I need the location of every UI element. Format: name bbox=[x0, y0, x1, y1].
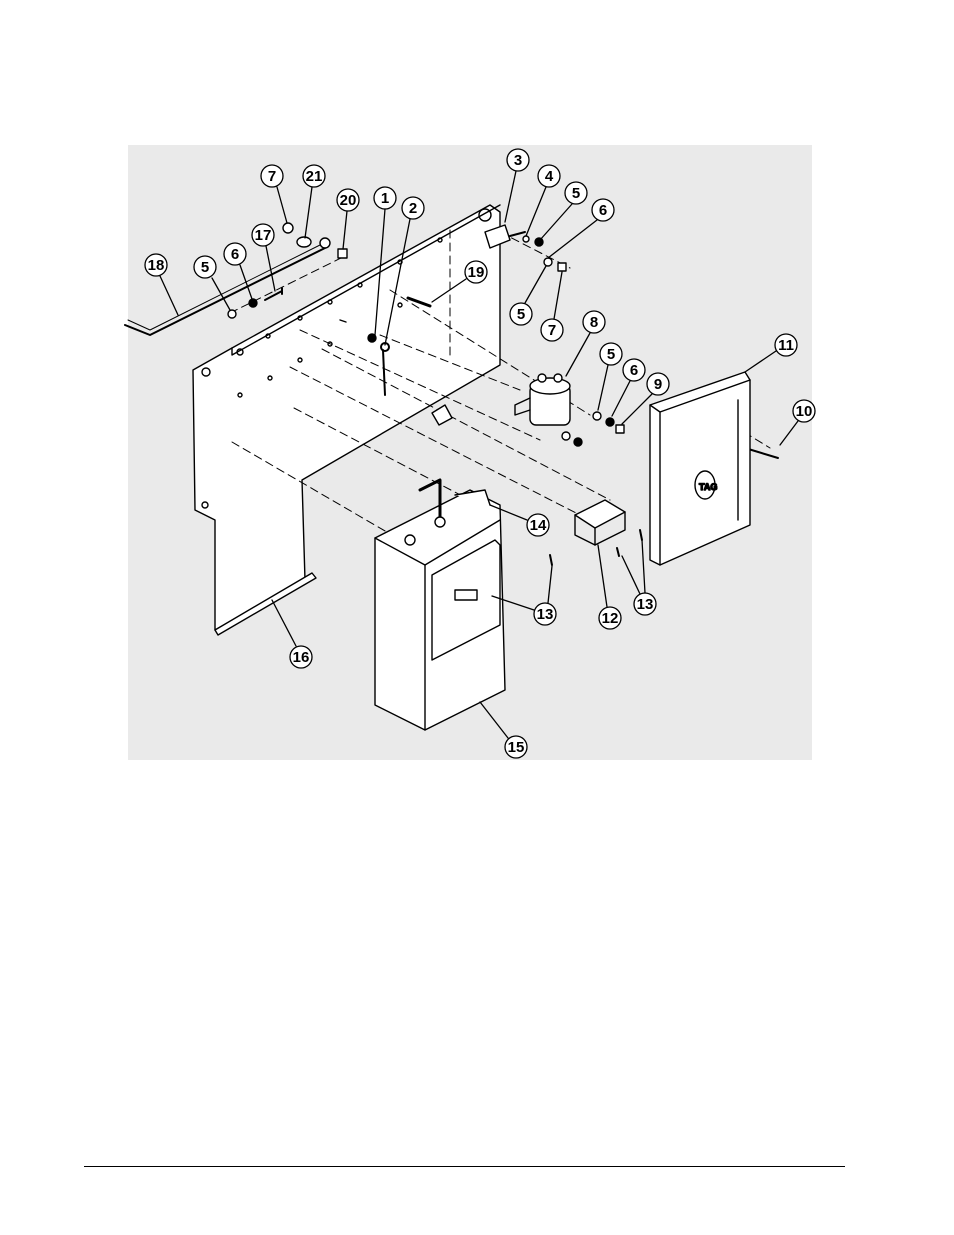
callout-7-a: 7 bbox=[541, 272, 563, 341]
svg-text:14: 14 bbox=[530, 517, 547, 534]
callout-5-d: 5 bbox=[598, 343, 622, 410]
callout-12: 12 bbox=[598, 545, 621, 629]
callout-6-c: 6 bbox=[612, 359, 645, 416]
callout-5-c: 5 bbox=[194, 256, 230, 310]
svg-text:6: 6 bbox=[231, 246, 239, 263]
svg-text:9: 9 bbox=[654, 376, 662, 393]
callout-11: 11 bbox=[745, 334, 797, 372]
svg-text:3: 3 bbox=[514, 152, 522, 169]
callout-20: 20 bbox=[337, 189, 359, 249]
callout-5-a: 5 bbox=[540, 182, 587, 240]
svg-text:4: 4 bbox=[545, 168, 554, 185]
svg-text:7: 7 bbox=[268, 168, 276, 185]
svg-text:7: 7 bbox=[548, 322, 556, 339]
callout-3: 3 bbox=[505, 149, 529, 222]
svg-text:17: 17 bbox=[255, 227, 272, 244]
svg-text:5: 5 bbox=[572, 185, 580, 202]
svg-text:13: 13 bbox=[637, 596, 654, 613]
svg-text:20: 20 bbox=[340, 192, 357, 209]
callout-18: 18 bbox=[145, 254, 178, 315]
svg-text:2: 2 bbox=[409, 200, 417, 217]
svg-text:5: 5 bbox=[517, 306, 525, 323]
callout-15: 15 bbox=[480, 702, 527, 758]
svg-text:15: 15 bbox=[508, 739, 525, 756]
controller-housing: TAG bbox=[650, 372, 750, 565]
svg-text:8: 8 bbox=[590, 314, 598, 331]
callout-5-b: 5 bbox=[510, 266, 546, 325]
svg-text:5: 5 bbox=[607, 346, 615, 363]
callout-6-a: 6 bbox=[548, 199, 614, 258]
logo-text: TAG bbox=[699, 482, 717, 492]
callout-16: 16 bbox=[272, 600, 312, 668]
svg-text:18: 18 bbox=[148, 257, 165, 274]
callout-21: 21 bbox=[303, 165, 325, 238]
charger-box bbox=[375, 480, 505, 730]
footer-rule bbox=[84, 1166, 845, 1167]
svg-text:6: 6 bbox=[630, 362, 638, 379]
svg-text:5: 5 bbox=[201, 259, 209, 276]
svg-text:1: 1 bbox=[381, 190, 389, 207]
svg-text:19: 19 bbox=[468, 264, 485, 281]
svg-text:16: 16 bbox=[293, 649, 310, 666]
svg-text:12: 12 bbox=[602, 610, 619, 627]
callout-4: 4 bbox=[526, 165, 560, 236]
svg-text:13: 13 bbox=[537, 606, 554, 623]
svg-text:21: 21 bbox=[306, 168, 323, 185]
callout-7-b: 7 bbox=[261, 165, 287, 223]
callout-10: 10 bbox=[780, 400, 815, 445]
svg-text:11: 11 bbox=[778, 337, 794, 354]
callout-8: 8 bbox=[566, 311, 605, 376]
svg-text:6: 6 bbox=[599, 202, 607, 219]
callout-17: 17 bbox=[252, 224, 275, 291]
svg-text:10: 10 bbox=[796, 403, 813, 420]
